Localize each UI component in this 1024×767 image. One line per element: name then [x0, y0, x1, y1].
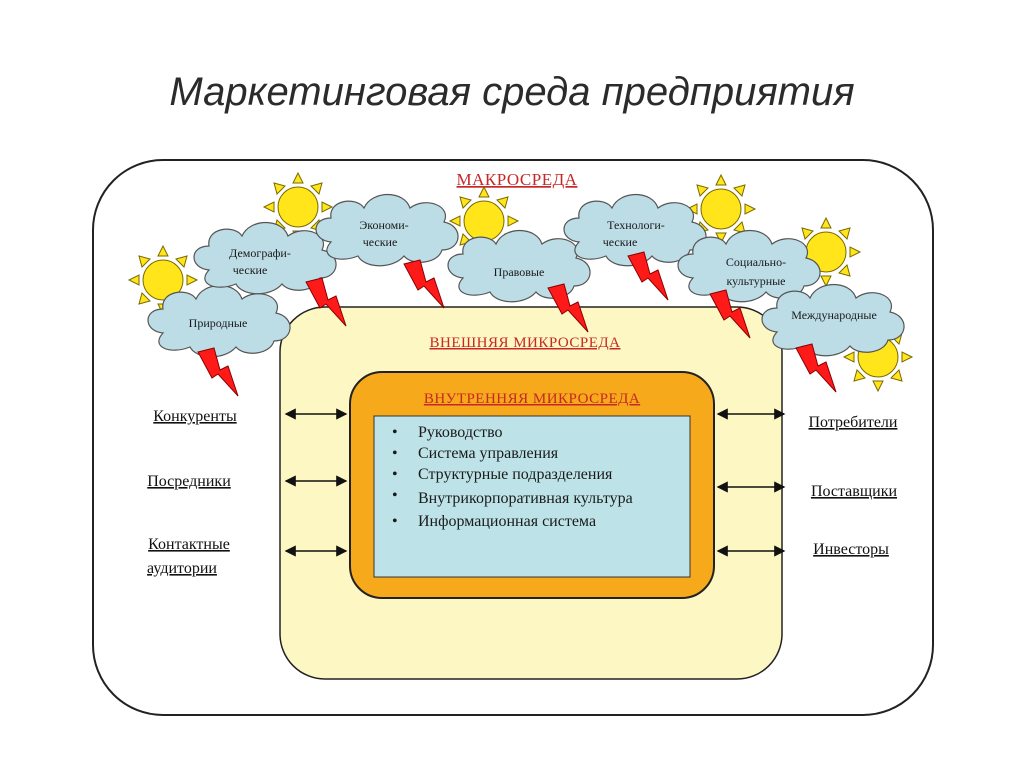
factor-demographic: Демографи- ческие [229, 246, 291, 277]
list-item: • Внутрикорпоративная культура [392, 487, 688, 510]
list-item-label: Информационная система [418, 513, 597, 530]
factor-label: Природные [189, 316, 248, 330]
bullet-icon: • [392, 424, 398, 441]
internal-list: • Руководство • Система управления • Стр… [392, 424, 688, 531]
factor-label: Международные [791, 308, 877, 322]
macro-label: МАКРОСРЕДА [457, 170, 578, 189]
list-item-label: Структурные подразделения [418, 466, 613, 483]
factor-label: Технологи- [607, 218, 665, 232]
factor-label: культурные [726, 274, 785, 288]
external-left-label: Конкуренты [153, 408, 237, 425]
factor-label: Демографи- [229, 246, 291, 260]
factor-legal: Правовые [494, 265, 545, 279]
list-item-label: Внутрикорпоративная культура [418, 490, 633, 507]
list-item: • Информационная система [392, 513, 688, 531]
list-item: • Система управления [392, 445, 688, 463]
internal-list-box [373, 415, 691, 578]
bullet-icon: • [392, 487, 398, 504]
list-item: • Структурные подразделения [392, 466, 688, 484]
factor-label: ческие [363, 235, 398, 249]
external-right-label: Поставщики [811, 483, 898, 500]
factor-label: Правовые [494, 265, 545, 279]
list-item-label: Руководство [418, 424, 503, 441]
factor-international: Международные [791, 308, 877, 322]
external-left-label: аудитории [147, 560, 217, 577]
factor-label: Социально- [726, 255, 786, 269]
factor-label: ческие [603, 235, 638, 249]
bullet-icon: • [392, 466, 398, 483]
bullet-icon: • [392, 513, 398, 530]
factor-label: Экономи- [359, 218, 408, 232]
external-right-label: Потребители [809, 414, 898, 431]
factor-economic: Экономи- ческие [359, 218, 408, 249]
factor-sociocultural: Социально- культурные [726, 255, 786, 288]
list-item-label: Система управления [418, 445, 559, 462]
factor-label: ческие [233, 263, 268, 277]
bullet-icon: • [392, 445, 398, 462]
list-item: • Руководство [392, 424, 688, 442]
external-label: ВНЕШНЯЯ МИКРОСРЕДА [429, 335, 620, 351]
internal-label: ВНУТРЕННЯЯ МИКРОСРЕДА [424, 391, 640, 407]
external-left-label: Посредники [147, 473, 231, 490]
factor-natural: Природные [189, 316, 248, 330]
factor-technological: Технологи- ческие [603, 218, 665, 249]
external-right-label: Инвесторы [813, 541, 889, 558]
external-left-label: Контактные [148, 536, 230, 553]
page-title: Маркетинговая среда предприятия [169, 70, 855, 114]
